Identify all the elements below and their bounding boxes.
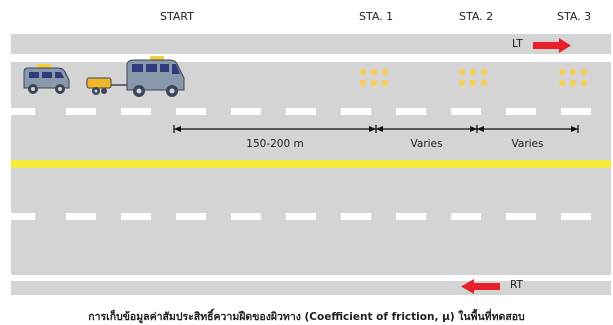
tow-van-icon: [126, 56, 185, 97]
dimension-line-1: [173, 125, 376, 133]
bottom-edge-line: [11, 275, 611, 281]
segment-2-label: Varies: [410, 138, 443, 150]
lt-label: LT: [512, 38, 523, 50]
road-surface: [11, 62, 611, 275]
station-1-test-points: [359, 68, 389, 87]
rt-arrow-icon: [461, 279, 500, 294]
segment-1-label: 150-200 m: [246, 138, 304, 150]
start-label: START: [160, 10, 194, 23]
top-shoulder-band: [11, 34, 611, 54]
survey-van-icon: [23, 64, 70, 94]
segment-3-label: Varies: [511, 138, 544, 150]
station-3-label: STA. 3: [557, 10, 592, 23]
dimension-line-3: [476, 125, 579, 133]
dimension-line-2: [375, 125, 477, 133]
center-line: [11, 160, 611, 168]
station-1-label: STA. 1: [359, 10, 394, 23]
bottom-shoulder-band: [11, 281, 611, 295]
station-2-label: STA. 2: [459, 10, 494, 23]
rt-label: RT: [510, 279, 523, 291]
station-2-test-points: [458, 68, 488, 87]
figure-caption: การเก็บข้อมูลค่าสัมประสิทธิ์ความฝืดของผิ…: [88, 311, 525, 323]
lt-arrow-icon: [533, 38, 571, 53]
station-3-test-points: [558, 68, 588, 87]
friction-trailer-icon: [86, 77, 128, 95]
